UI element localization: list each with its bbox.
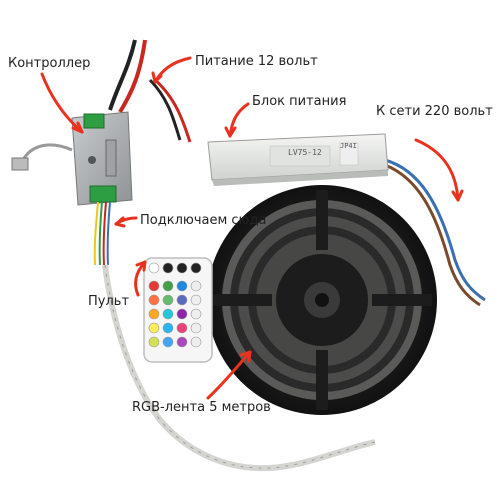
remote-color-button bbox=[162, 280, 174, 292]
remote-button bbox=[162, 262, 174, 274]
remote-color-button bbox=[176, 322, 188, 334]
remote-color-button bbox=[162, 294, 174, 306]
wires-mains bbox=[384, 158, 486, 307]
remote-color-button bbox=[162, 336, 174, 348]
controller-device bbox=[11, 111, 133, 206]
remote-color-button bbox=[190, 280, 202, 292]
remote-color-button bbox=[176, 294, 188, 306]
remote-color-button bbox=[190, 322, 202, 334]
remote-color-button bbox=[162, 322, 174, 334]
label-remote: Пульт bbox=[88, 294, 130, 309]
arrow-rgb-strip bbox=[206, 350, 252, 400]
remote-color-button bbox=[176, 308, 188, 320]
wires-top bbox=[108, 39, 192, 143]
arrow-controller bbox=[40, 72, 84, 134]
remote-button-grid bbox=[148, 262, 202, 348]
arrow-mains-220v bbox=[414, 138, 460, 202]
remote-color-button bbox=[162, 308, 174, 320]
label-rgb-strip: RGB-лента 5 метров bbox=[132, 400, 271, 415]
arrow-remote bbox=[134, 260, 147, 297]
remote-button bbox=[148, 262, 160, 274]
label-mains-220v: К сети 220 вольт bbox=[376, 104, 493, 119]
psu-brand-print: JP4I bbox=[340, 142, 357, 150]
remote-color-button bbox=[176, 280, 188, 292]
remote-color-button bbox=[148, 294, 160, 306]
remote-color-button bbox=[148, 308, 160, 320]
label-controller: Контроллер bbox=[8, 56, 91, 71]
annotation-arrows bbox=[40, 56, 464, 400]
power-supply-device bbox=[207, 133, 389, 186]
remote-button bbox=[176, 262, 188, 274]
label-power-12v: Питание 12 вольт bbox=[195, 54, 318, 69]
remote-color-button bbox=[190, 336, 202, 348]
led-strip-tail bbox=[102, 264, 376, 472]
remote-color-button bbox=[148, 322, 160, 334]
remote-color-button bbox=[148, 336, 160, 348]
remote-control bbox=[143, 257, 213, 363]
psu-model-print: LV75-12 bbox=[288, 148, 322, 157]
remote-color-button bbox=[190, 294, 202, 306]
remote-color-button bbox=[190, 308, 202, 320]
remote-color-button bbox=[176, 336, 188, 348]
led-strip-reel bbox=[207, 185, 437, 415]
wires-output bbox=[93, 201, 111, 266]
remote-color-button bbox=[148, 280, 160, 292]
label-connect-here: Подключаем сюда bbox=[140, 213, 267, 228]
label-power-supply: Блок питания bbox=[252, 94, 347, 109]
remote-button bbox=[190, 262, 202, 274]
